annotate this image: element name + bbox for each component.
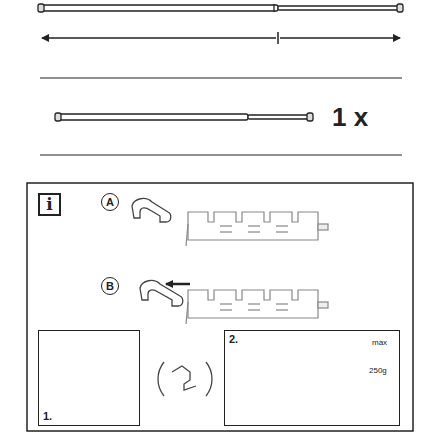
node-text: B: [106, 281, 114, 292]
glider-comb: [186, 212, 328, 246]
node-text: i: [46, 196, 52, 213]
load-note: 250g: [369, 367, 387, 375]
step-circle: A: [101, 193, 119, 211]
node-text: 2.: [229, 334, 238, 345]
hook-a: [132, 199, 171, 222]
rod-part: [55, 113, 313, 121]
quantity-label: 1 x: [332, 104, 368, 130]
step-panel: 1.: [38, 330, 140, 426]
info-box: i: [38, 193, 61, 216]
node-text: 1.: [43, 411, 52, 422]
step-circle: B: [101, 277, 119, 295]
length-arrow: [42, 32, 400, 44]
instruction-frame: [27, 183, 413, 431]
load-note: max: [372, 339, 387, 347]
glider-comb: [186, 290, 328, 324]
divider-line: [40, 78, 402, 155]
node-text: A: [106, 197, 114, 208]
tension-rod: [38, 4, 403, 12]
push-arrow: [166, 283, 190, 286]
hook-symbol: [158, 362, 212, 396]
